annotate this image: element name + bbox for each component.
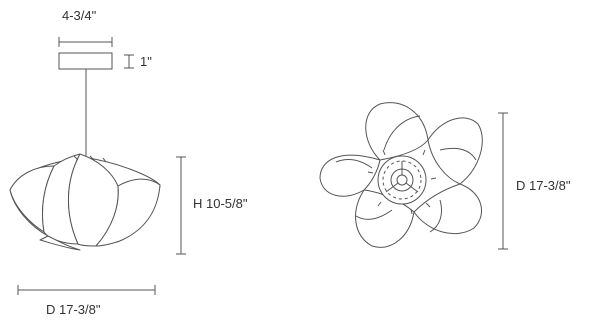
side-diameter-dimension (17, 285, 156, 295)
pendant-shade-side (9, 153, 161, 251)
top-diameter-label: D 17-3/8" (516, 178, 571, 193)
canopy-width-dimension (58, 37, 113, 47)
canopy-height-dimension (124, 54, 134, 69)
canopy-width-label: 4-3/4" (62, 8, 97, 23)
shade-hub (377, 155, 427, 205)
canopy-height-label: 1" (140, 54, 152, 69)
side-diameter-label: D 17-3/8" (46, 302, 101, 317)
shade-height-label: H 10-5/8" (193, 196, 248, 211)
hub-tick-marks (367, 149, 437, 215)
shade-height-dimension (176, 156, 186, 255)
shade-petal-notches (73, 155, 107, 163)
top-diameter-dimension (498, 112, 508, 250)
canopy (58, 52, 113, 70)
